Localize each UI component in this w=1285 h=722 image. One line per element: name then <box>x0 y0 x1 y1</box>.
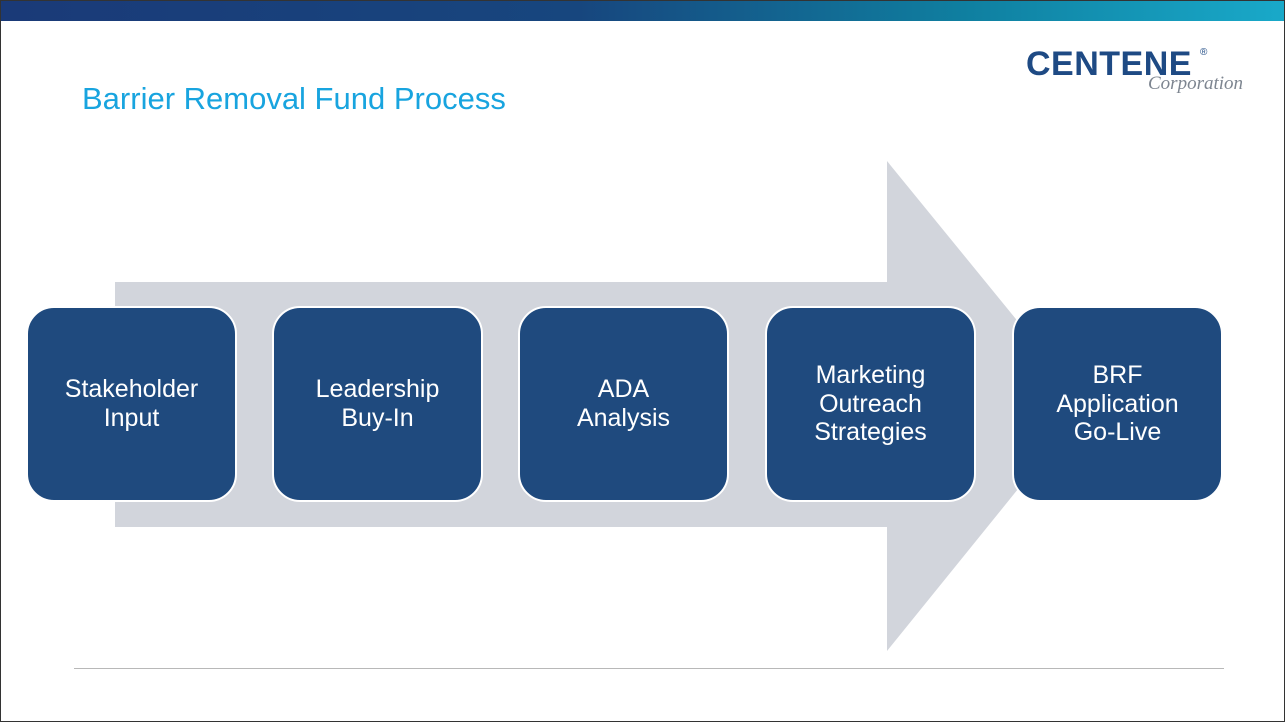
header-bar <box>1 1 1284 21</box>
centene-logo: CENTENE ® Corporation <box>1026 45 1266 105</box>
logo-wordmark: CENTENE <box>1026 45 1192 83</box>
step-stakeholder-input: Stakeholder Input <box>26 306 237 502</box>
footer-divider <box>74 668 1224 669</box>
slide-title: Barrier Removal Fund Process <box>82 81 506 116</box>
step-leadership-buy-in: Leadership Buy-In <box>272 306 483 502</box>
logo-registered-mark: ® <box>1200 47 1208 58</box>
step-brf-application-go-live: BRF Application Go-Live <box>1012 306 1223 502</box>
step-ada-analysis: ADA Analysis <box>518 306 729 502</box>
logo-subtitle: Corporation <box>1148 73 1244 94</box>
step-marketing-outreach-strategies: Marketing Outreach Strategies <box>765 306 976 502</box>
